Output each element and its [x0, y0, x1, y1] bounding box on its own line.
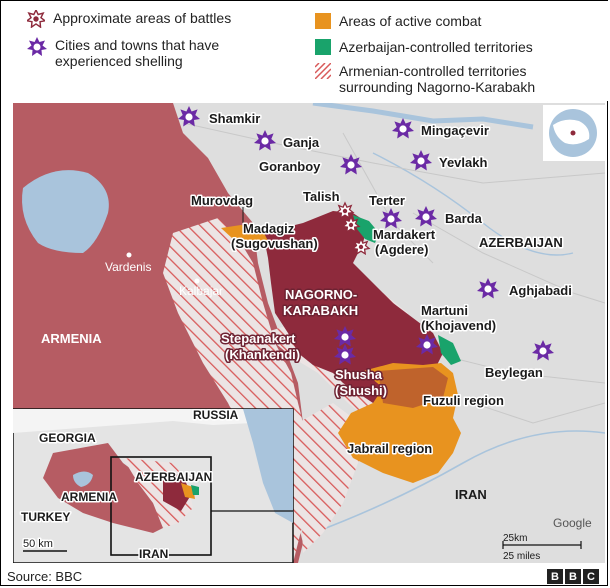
label-khankendi: (Khankendi) [225, 347, 300, 362]
legend-azerbaijan-controlled-label: Azerbaijan-controlled territories [339, 39, 533, 55]
green-terter [353, 215, 379, 243]
label-stepanakert: Stepanakert [221, 331, 296, 346]
label-madagiz: Madagiz [243, 221, 295, 236]
label-karabakh: KARABAKH [283, 303, 358, 318]
label-shushi: (Shushi) [335, 383, 387, 398]
label-talish: Talish [303, 189, 340, 204]
reservoir [312, 103, 534, 130]
legend-azerbaijan-controlled: Azerbaijan-controlled territories [315, 39, 533, 55]
scale-km-label: 25km [503, 533, 527, 544]
legend-battles-label: Approximate areas of battles [53, 10, 232, 26]
label-google: Google [553, 516, 592, 530]
label-vardenis: Vardenis [105, 260, 151, 274]
label-shusha: Shusha [335, 367, 383, 382]
bbc-logo-letter: C [583, 569, 599, 584]
inset-turkey-label: TURKEY [21, 510, 70, 524]
label-nagorno: NAGORNO- [285, 287, 357, 302]
inset-russia-label: RUSSIA [193, 408, 239, 422]
inset-azerbaijan-label: AZERBAIJAN [135, 470, 212, 484]
label-armenia: ARMENIA [41, 331, 102, 346]
legend-active-combat-label: Areas of active combat [339, 13, 482, 29]
green-martuni [438, 335, 461, 365]
scale-bar: 25km 25 miles [502, 533, 582, 562]
map-canvas: RUSSIA GEORGIA AZERBAIJAN ARMENIA TURKEY… [13, 103, 605, 563]
label-martuni: Martuni [421, 303, 468, 318]
main-map: RUSSIA GEORGIA AZERBAIJAN ARMENIA TURKEY… [13, 103, 605, 563]
legend-battles: Approximate areas of battles [27, 10, 231, 28]
combat-fuzuli-jabrail [338, 363, 461, 483]
kalbajar-dot [194, 278, 200, 284]
active-combat-swatch [315, 13, 331, 29]
inset-map: RUSSIA GEORGIA AZERBAIJAN ARMENIA TURKEY… [13, 407, 294, 563]
label-kalbajar: Kalbajar [179, 284, 223, 298]
label-goranboy: Goranboy [259, 159, 321, 174]
lake-sevan [22, 170, 109, 253]
source-credit: Source: BBC [7, 569, 83, 584]
bbc-logo-letter: B [565, 569, 581, 584]
legend: Approximate areas of battles Cities and … [1, 1, 609, 101]
label-azerbaijan: AZERBAIJAN [479, 235, 563, 250]
label-mingacevir: Mingaçevir [421, 123, 489, 138]
inset-georgia-label: GEORGIA [39, 431, 96, 445]
label-terter: Terter [369, 193, 405, 208]
label-jabrail: Jabrail region [347, 441, 432, 456]
inset-armenia-label: ARMENIA [61, 490, 117, 504]
legend-shelling-label: Cities and towns that have experienced s… [55, 37, 220, 69]
globe-icon [543, 105, 605, 161]
label-murovdag: Murovdag [191, 193, 253, 208]
legend-shelling: Cities and towns that have experienced s… [27, 37, 285, 69]
label-khojavend: (Khojavend) [421, 318, 496, 333]
legend-armenian-controlled-label: Armenian-controlled territories surround… [339, 63, 536, 95]
inset-frame [110, 456, 212, 556]
bbc-logo: B B C [547, 569, 599, 584]
inset-scale-label: 50 km [23, 538, 53, 550]
vardenis-dot [126, 252, 132, 258]
shelling-icon [27, 37, 47, 56]
bbc-logo-letter: B [547, 569, 563, 584]
label-sugovushan: (Sugovushan) [231, 236, 318, 251]
nagorno-karabakh-territory [263, 211, 443, 403]
aras-river [312, 430, 605, 534]
label-fuzuli: Fuzuli region [423, 393, 504, 408]
legend-active-combat: Areas of active combat [315, 13, 481, 29]
inset-iran-label: IRAN [139, 547, 168, 561]
hatch-swatch [315, 63, 331, 79]
label-shamkir: Shamkir [209, 111, 260, 126]
label-iran: IRAN [455, 487, 487, 502]
label-ganja: Ganja [283, 135, 320, 150]
combat-overlap [378, 367, 448, 408]
legend-armenian-controlled: Armenian-controlled territories surround… [315, 63, 599, 95]
scale-miles-label: 25 miles [503, 551, 540, 562]
azerbaijan-controlled-swatch [315, 39, 331, 55]
label-mardakert: Mardakert [373, 227, 436, 242]
label-beylegan: Beylegan [485, 365, 543, 380]
combat-sugovushan [221, 225, 268, 243]
label-agdere: (Agdere) [375, 242, 428, 257]
label-barda: Barda [445, 211, 483, 226]
battle-icon [27, 10, 45, 28]
label-yevlakh: Yevlakh [439, 155, 487, 170]
label-aghjabadi: Aghjabadi [509, 283, 572, 298]
kura-river [372, 152, 574, 256]
